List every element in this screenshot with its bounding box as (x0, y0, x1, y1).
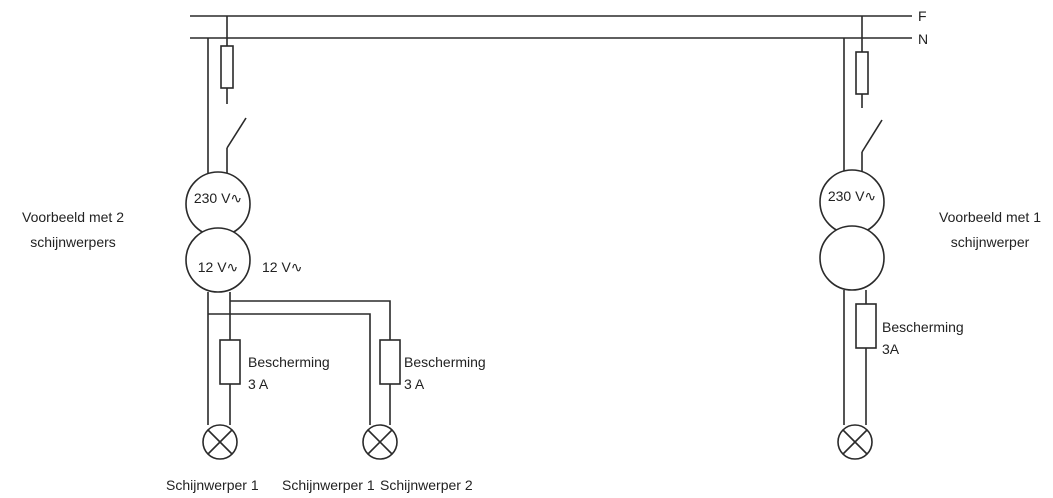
right-main-fuse (855, 51, 869, 95)
left-protection-fuse-2 (379, 339, 401, 385)
left-secondary-voltage: 12 V∿ (198, 259, 239, 275)
left-primary-voltage: 230 V∿ (194, 190, 242, 206)
left-protection-2-line2: 3 A (404, 376, 425, 392)
phase-bus-label: F (918, 8, 927, 24)
left-branch-inner (208, 313, 371, 425)
right-example-title-line1: Voorbeeld met 1 (939, 209, 1041, 225)
right-primary-voltage: 230 V∿ (828, 188, 876, 204)
right-protection-line2: 3A (882, 341, 900, 357)
left-example-title-line1: Voorbeeld met 2 (22, 209, 124, 225)
left-protection-1-line2: 3 A (248, 376, 269, 392)
left-lamp-label-1: Schijnwerper 1 (166, 477, 259, 493)
left-protection-1-line1: Bescherming (248, 354, 330, 370)
left-main-fuse (220, 45, 234, 89)
right-example-title-line2: schijnwerper (951, 234, 1030, 250)
right-protection-fuse (855, 303, 877, 349)
left-lamp-label-2: Schijnwerper 1 (282, 477, 375, 493)
left-protection-2-line1: Bescherming (404, 354, 486, 370)
right-lamp-icon (837, 424, 873, 460)
left-switch-lever (226, 117, 247, 149)
left-lamp-2-icon (362, 424, 398, 460)
right-switch-lever (861, 119, 883, 153)
left-branch-outer (230, 300, 391, 340)
left-secondary-output-label: 12 V∿ (262, 259, 303, 275)
left-example-title-line2: schijnwerpers (30, 234, 116, 250)
right-circuit: 230 V∿ Voorbeeld met 1 schijnwerper Besc… (819, 16, 1041, 460)
left-circuit: 230 V∿ 12 V∿ 12 V∿ Voorbeeld met 2 schij… (22, 16, 486, 493)
left-transformer-secondary-coil (185, 227, 251, 293)
left-lamp-label-3: Schijnwerper 2 (380, 477, 473, 493)
right-protection-line1: Bescherming (882, 319, 964, 335)
left-protection-fuse-1 (219, 339, 241, 385)
neutral-bus-label: N (918, 31, 928, 47)
right-transformer-secondary-coil (819, 225, 885, 291)
left-lamp-1-icon (202, 424, 238, 460)
